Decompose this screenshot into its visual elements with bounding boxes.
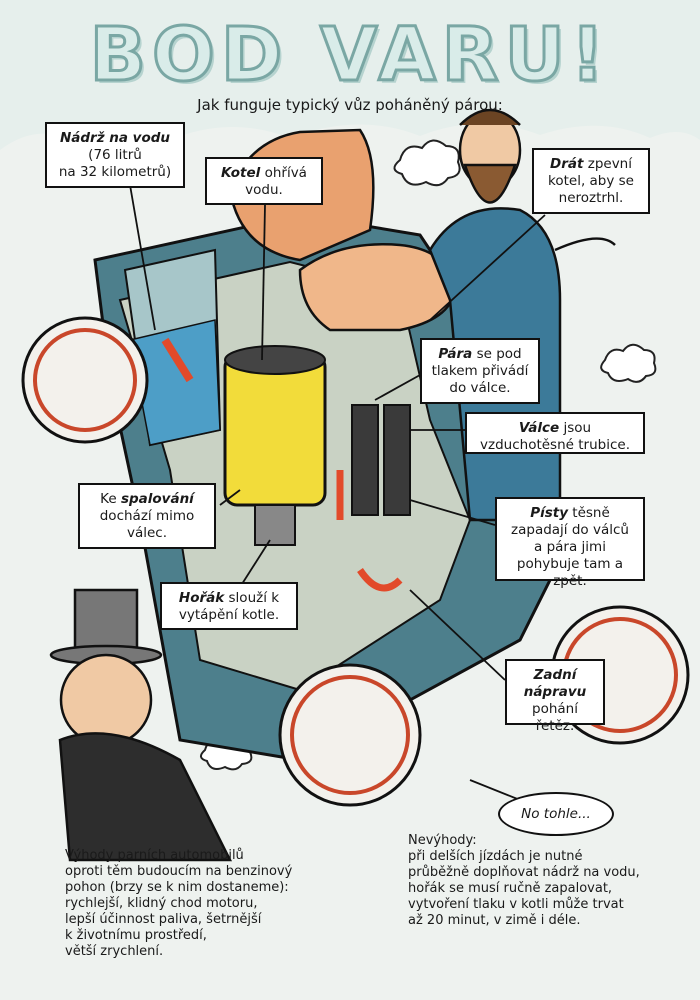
- top-hat-man: [49, 588, 233, 862]
- callout-text: zpevní kotel, aby se neroztrhl.: [548, 156, 634, 206]
- callout-text: jsou vzduchotěsné trubice.: [480, 420, 630, 453]
- disadvantages-text: Nevýhody: při delších jízdách je nutné p…: [408, 833, 640, 928]
- callout-term: Hořák: [178, 590, 225, 606]
- callout-wire: Drát zpevní kotel, aby se neroztrhl.: [532, 148, 650, 214]
- callout-text: dochází mimo válec.: [99, 508, 195, 541]
- callout-term: Kotel: [221, 165, 261, 181]
- callout-water-tank: Nádrž na vodu (76 litrů na 32 kilometrů): [45, 122, 185, 188]
- cloud: [600, 343, 657, 383]
- callout-combustion: Ke spalování dochází mimo válec.: [78, 483, 216, 549]
- callout-steam: Pára se pod tlakem přivádí do válce.: [420, 338, 540, 404]
- page-subtitle: Jak funguje typický vůz poháněný párou:: [197, 96, 503, 114]
- advantages-text: Výhody parních automobilů oproti těm bud…: [65, 848, 293, 959]
- water-level: [129, 319, 221, 446]
- cylinder: [351, 404, 379, 516]
- callout-text: se pod tlakem přivádí do válce.: [431, 346, 529, 396]
- wheel-rear-left: [21, 316, 149, 444]
- callout-text: ohřívá vodu.: [245, 165, 307, 198]
- speech-bubble: No tohle...: [498, 792, 614, 836]
- callout-boiler: Kotel ohřívá vodu.: [205, 157, 323, 205]
- callout-term: Pára: [438, 346, 473, 362]
- callout-pistons: Písty těsně zapadají do válců a pára jim…: [495, 497, 645, 589]
- wheel-front-left: [278, 663, 422, 807]
- callout-term: spalování: [120, 491, 194, 507]
- callout-text: slouží k vytápění kotle.: [178, 590, 280, 623]
- cylinder: [383, 404, 411, 516]
- cloud: [393, 139, 461, 187]
- callout-rear-axle: Zadní nápravu pohání řetěz.: [505, 659, 605, 734]
- boiler: [223, 353, 327, 507]
- callout-burner: Hořák slouží k vytápění kotle.: [160, 582, 298, 630]
- callout-text: pohání řetěz.: [532, 701, 578, 734]
- page-title: BOD VARU!: [88, 11, 611, 100]
- callout-term: Drát: [550, 156, 584, 172]
- callout-text: (76 litrů na 32 kilometrů): [58, 147, 172, 180]
- callout-term: Válce: [518, 420, 560, 436]
- callout-term: Písty: [530, 505, 568, 521]
- callout-term: Zadní nápravu: [523, 667, 587, 700]
- callout-text: těsně zapadají do válců a pára jimi pohy…: [511, 505, 629, 589]
- callout-cylinders: Válce jsou vzduchotěsné trubice.: [465, 412, 645, 454]
- cloud-band: [0, 0, 700, 150]
- callout-term: Nádrž na vodu: [59, 130, 171, 146]
- callout-text: Ke: [100, 491, 121, 507]
